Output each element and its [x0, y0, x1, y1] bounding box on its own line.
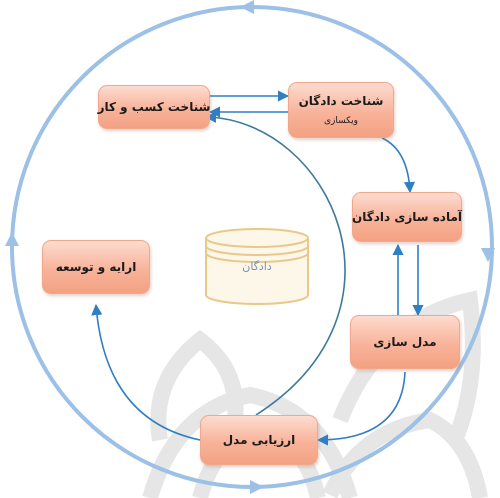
node-modeling: مدل سازی [350, 315, 460, 369]
flow-arrows [91, 90, 424, 446]
node-deployment-title: ارایه و توسعه [55, 259, 137, 274]
arrow-model-to-eval [316, 371, 406, 446]
node-data-understanding-title: شناخت دادگان [298, 93, 384, 108]
node-data-prep-title: آماده سازی دادگان [351, 209, 462, 224]
node-data-preparation: آماده سازی دادگان [352, 192, 462, 242]
node-evaluation: ارزیابی مدل [200, 415, 318, 465]
database-cylinder [205, 228, 309, 305]
node-modeling-title: مدل سازی [373, 334, 437, 349]
arrow-eval-to-deploy [91, 303, 201, 441]
node-evaluation-title: ارزیابی مدل [222, 432, 296, 447]
node-business-understanding: شناخت کسب و کار [98, 85, 210, 129]
node-data-understanding: شناخت دادگان ویکسازی [288, 82, 394, 138]
cycle-arrowheads [5, 0, 495, 494]
arrow-eval-to-business [204, 111, 346, 416]
arrow-data-to-prep [381, 137, 416, 194]
node-business-title: شناخت کسب و کار [97, 99, 211, 114]
node-data-understanding-subtitle: ویکسازی [324, 115, 358, 126]
database-label: دادگان [242, 260, 272, 273]
node-deployment: ارایه و توسعه [42, 240, 150, 294]
